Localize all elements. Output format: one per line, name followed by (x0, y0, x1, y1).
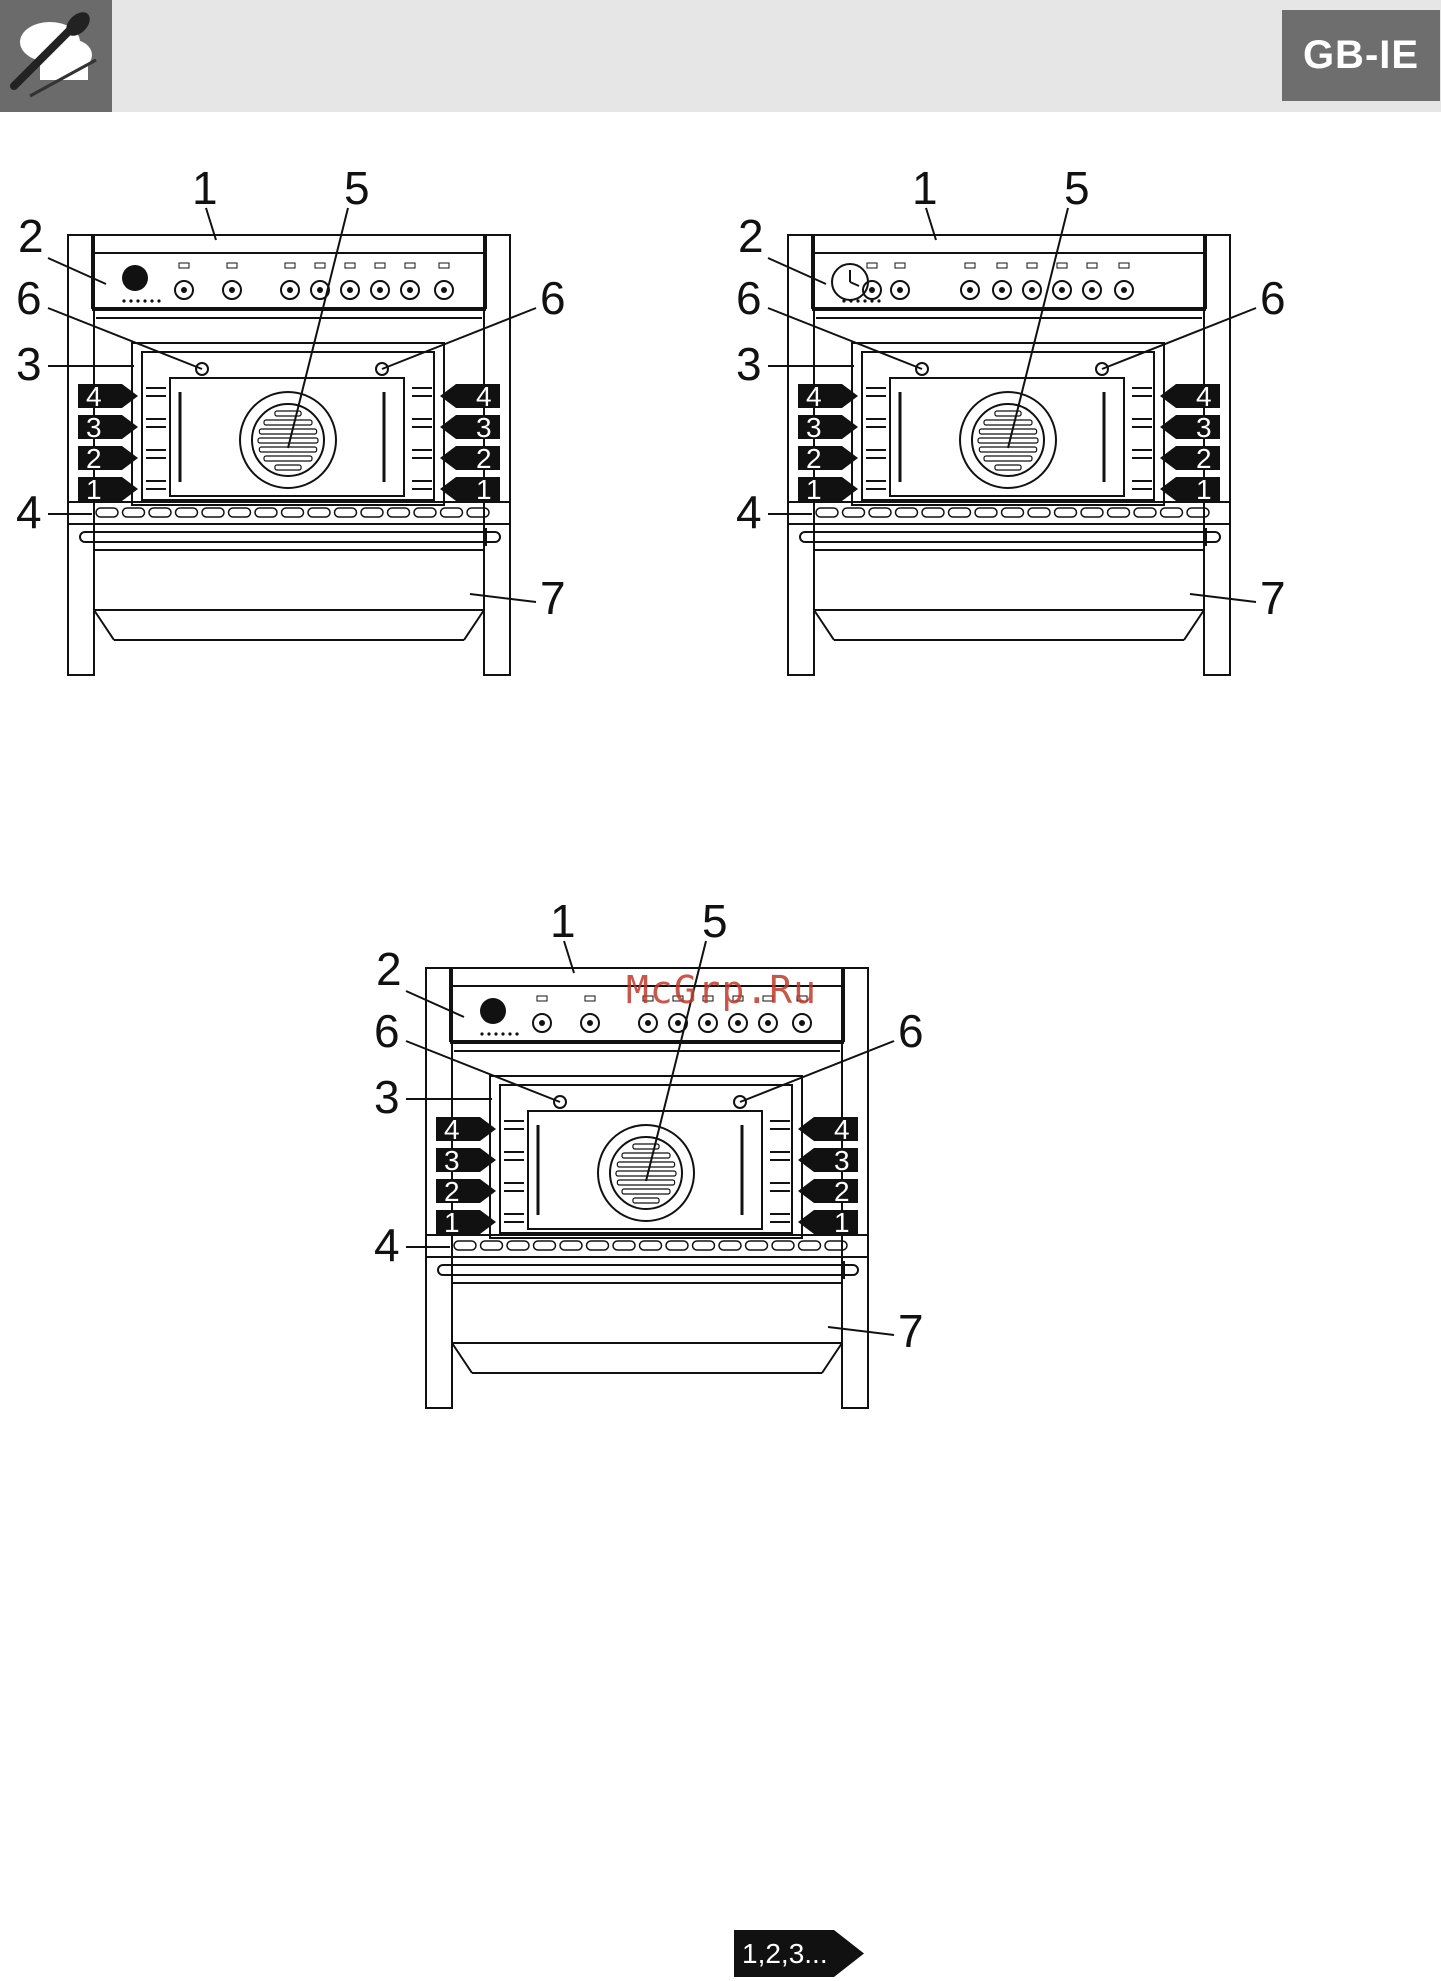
callout-label: 7 (898, 1305, 924, 1357)
rack-level-label: 2 (444, 1176, 460, 1207)
rack-level-label: 1 (1196, 474, 1212, 505)
callout-label: 5 (344, 162, 370, 214)
callout-label: 1 (912, 162, 938, 214)
callout-label: 4 (736, 486, 762, 538)
rack-level-label: 3 (86, 412, 102, 443)
rack-level-label: 3 (476, 412, 492, 443)
rack-level-label: 4 (476, 381, 492, 412)
rack-level-label: 4 (806, 381, 822, 412)
rack-level-label: 1 (444, 1207, 460, 1238)
callout-label: 2 (376, 943, 402, 995)
rack-level-label: 4 (834, 1114, 850, 1145)
callout-label: 3 (16, 338, 42, 390)
callout-label: 7 (540, 572, 566, 624)
rack-level-label: 2 (806, 443, 822, 474)
rack-level-label: 4 (1196, 381, 1212, 412)
callout-label: 7 (1260, 572, 1286, 624)
callout-label: 6 (374, 1005, 400, 1057)
continue-label: 1,2,3... (742, 1934, 828, 1974)
callout-label: 6 (1260, 272, 1286, 324)
callout-label: 6 (540, 272, 566, 324)
rack-level-label: 3 (834, 1145, 850, 1176)
rack-level-label: 1 (476, 474, 492, 505)
callout-label: 6 (16, 272, 42, 324)
header-band (0, 0, 1441, 112)
rack-level-label: 4 (86, 381, 102, 412)
rack-level-label: 4 (444, 1114, 460, 1145)
chef-hat-spoon-icon (0, 0, 112, 112)
callout-label: 6 (898, 1005, 924, 1057)
callout-label: 2 (738, 210, 764, 262)
callout-label: 4 (16, 486, 42, 538)
rack-level-label: 1 (834, 1207, 850, 1238)
language-badge: GB-IE (1282, 10, 1440, 101)
rack-level-label: 2 (1196, 443, 1212, 474)
rack-level-label: 3 (444, 1145, 460, 1176)
rack-level-label: 3 (806, 412, 822, 443)
rack-level-label: 2 (476, 443, 492, 474)
rack-level-label: 3 (1196, 412, 1212, 443)
rack-level-label: 1 (86, 474, 102, 505)
watermark: McGrp.Ru (626, 968, 817, 1012)
callout-label: 4 (374, 1219, 400, 1271)
callout-label: 3 (736, 338, 762, 390)
callout-label: 1 (550, 895, 576, 947)
callout-label: 2 (18, 210, 44, 262)
callout-label: 1 (192, 162, 218, 214)
rack-level-label: 1 (806, 474, 822, 505)
callout-label: 5 (1064, 162, 1090, 214)
callout-label: 6 (736, 272, 762, 324)
callout-label: 5 (702, 895, 728, 947)
callout-label: 3 (374, 1071, 400, 1123)
rack-level-label: 2 (86, 443, 102, 474)
rack-level-label: 2 (834, 1176, 850, 1207)
